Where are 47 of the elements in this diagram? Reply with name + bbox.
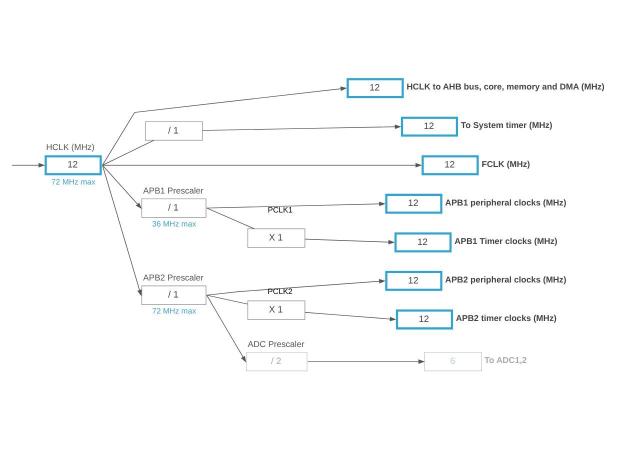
connector [102,140,154,166]
node-label: ADC Prescaler [248,339,304,350]
arrow [307,359,425,364]
node-label: HCLK to AHB bus, core, memory and DMA (MHz) [406,82,604,92]
node-box: 12 [346,78,404,98]
node-label: APB1 Timer clocks (MHz) [454,236,558,246]
arrow [304,312,396,322]
node-box: 6 [424,352,482,372]
connector [206,294,248,304]
node-box: / 2 [246,352,308,372]
connector [206,208,255,230]
arrow [206,279,386,296]
node-label: FCLK (MHz) [482,158,530,169]
node-box: / 1 [141,198,206,218]
edge-label: PCLK1 [268,205,293,214]
arrow [202,124,402,131]
node-label: HCLK (MHz) [46,142,95,152]
node-label: 72 MHz max [152,306,196,316]
arrow [304,238,395,244]
node-box: X 1 [247,228,306,248]
node-box: X 1 [247,300,306,320]
arrow [12,163,46,168]
node-label: To ADC1,2 [484,355,527,366]
node-label: To System timer (MHz) [460,120,552,130]
arrow [206,294,246,363]
node-label: 36 MHz max [152,220,196,228]
node-label: APB1 peripheral clocks (MHz) [445,197,566,208]
node-label: APB2 timer clocks (MHz) [456,312,557,323]
arrow [102,86,348,166]
node-box: / 1 [144,121,203,141]
node-box: / 1 [141,286,206,305]
node-box: 12 [394,232,452,252]
edge-label: PCLK2 [268,286,293,296]
node-box: 12 [44,155,102,176]
arrow [102,164,142,296]
arrow [206,202,386,208]
node-box: 12 [422,155,479,176]
node-box: 12 [400,116,458,137]
arrow [102,164,142,209]
node-label: 72 MHz max [51,177,96,186]
node-label: APB2 Prescaler [143,272,204,283]
node-label: APB1 Prescaler [143,186,204,196]
node-box: 12 [396,309,454,330]
node-label: APB2 peripheral clocks (MHz) [445,274,566,284]
node-box: 12 [385,194,442,214]
node-box: 12 [385,270,442,291]
arrow [102,163,422,168]
